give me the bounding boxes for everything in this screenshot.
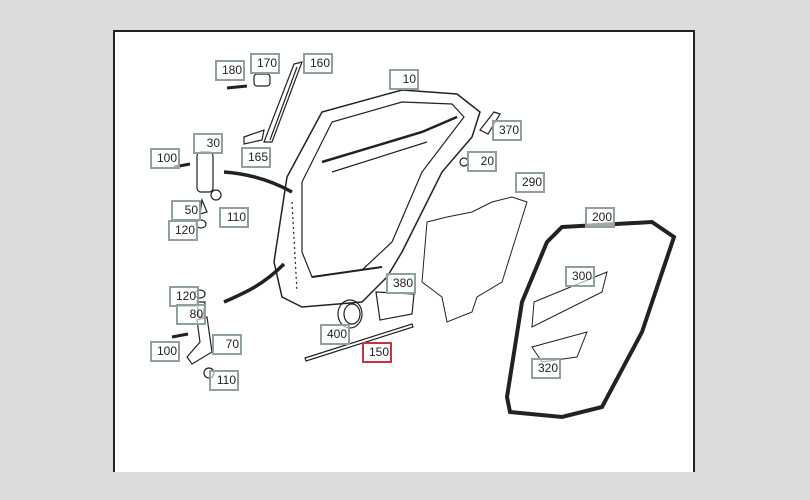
callout-110[interactable]: 110 xyxy=(219,207,249,228)
callout-400[interactable]: 400 xyxy=(320,324,350,345)
membrane xyxy=(421,196,528,323)
callout-80[interactable]: 80 xyxy=(176,304,206,325)
callout-70[interactable]: 70 xyxy=(212,334,242,355)
callout-150-selected[interactable]: 150 xyxy=(362,342,392,363)
callout-160[interactable]: 160 xyxy=(303,53,333,74)
callout-320[interactable]: 320 xyxy=(531,358,561,379)
callout-100[interactable]: 100 xyxy=(150,341,180,362)
callout-30[interactable]: 30 xyxy=(193,133,223,154)
callout-110[interactable]: 110 xyxy=(209,370,239,391)
callout-170[interactable]: 170 xyxy=(250,53,280,74)
trim-strip xyxy=(304,323,414,362)
callout-100[interactable]: 100 xyxy=(150,148,180,169)
callout-180[interactable]: 180 xyxy=(215,60,245,81)
callout-380[interactable]: 380 xyxy=(386,273,416,294)
callout-120[interactable]: 120 xyxy=(168,220,198,241)
callout-200[interactable]: 200 xyxy=(585,207,615,228)
callout-50[interactable]: 50 xyxy=(171,200,201,221)
window-channel xyxy=(263,61,303,143)
callout-20[interactable]: 20 xyxy=(467,151,497,172)
arrow-upper xyxy=(223,170,293,194)
callout-300[interactable]: 300 xyxy=(565,266,595,287)
arrow-lower xyxy=(223,262,286,304)
callout-370[interactable]: 370 xyxy=(492,120,522,141)
door-parts-illustration xyxy=(171,61,677,420)
callout-10[interactable]: 10 xyxy=(389,69,419,90)
callout-290[interactable]: 290 xyxy=(515,172,545,193)
door-seal xyxy=(504,219,677,420)
callout-165[interactable]: 165 xyxy=(241,147,271,168)
door-shell xyxy=(273,89,481,308)
